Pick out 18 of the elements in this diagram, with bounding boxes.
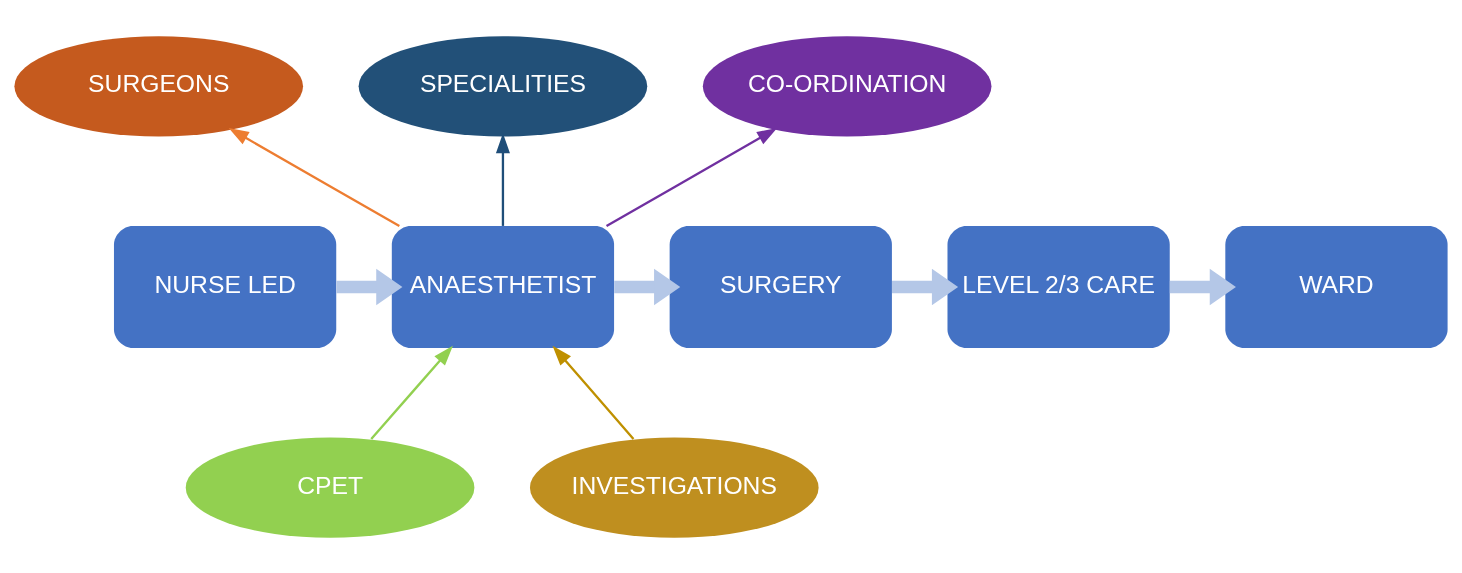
node-box: SURGERY <box>669 225 892 348</box>
arrow <box>336 268 403 305</box>
arrow <box>614 268 681 305</box>
arrow <box>1169 268 1236 305</box>
node-ellipse: SPECIALITIES <box>358 35 648 136</box>
node-box: WARD <box>1225 225 1448 348</box>
node-ellipse: CO-ORDINATION <box>702 35 992 136</box>
node-box: LEVEL 2/3 CARE <box>947 225 1170 348</box>
node-box: ANAESTHETIST <box>391 225 615 348</box>
arrow <box>552 345 635 440</box>
node-ellipse: CPET <box>185 437 475 538</box>
arrow <box>892 268 959 305</box>
node-ellipse: INVESTIGATIONS <box>529 437 819 538</box>
node-box: NURSE LED <box>113 225 337 348</box>
node-ellipse: SURGEONS <box>14 35 304 136</box>
arrow <box>370 345 453 440</box>
arrow <box>605 127 778 227</box>
arrow <box>228 127 400 227</box>
